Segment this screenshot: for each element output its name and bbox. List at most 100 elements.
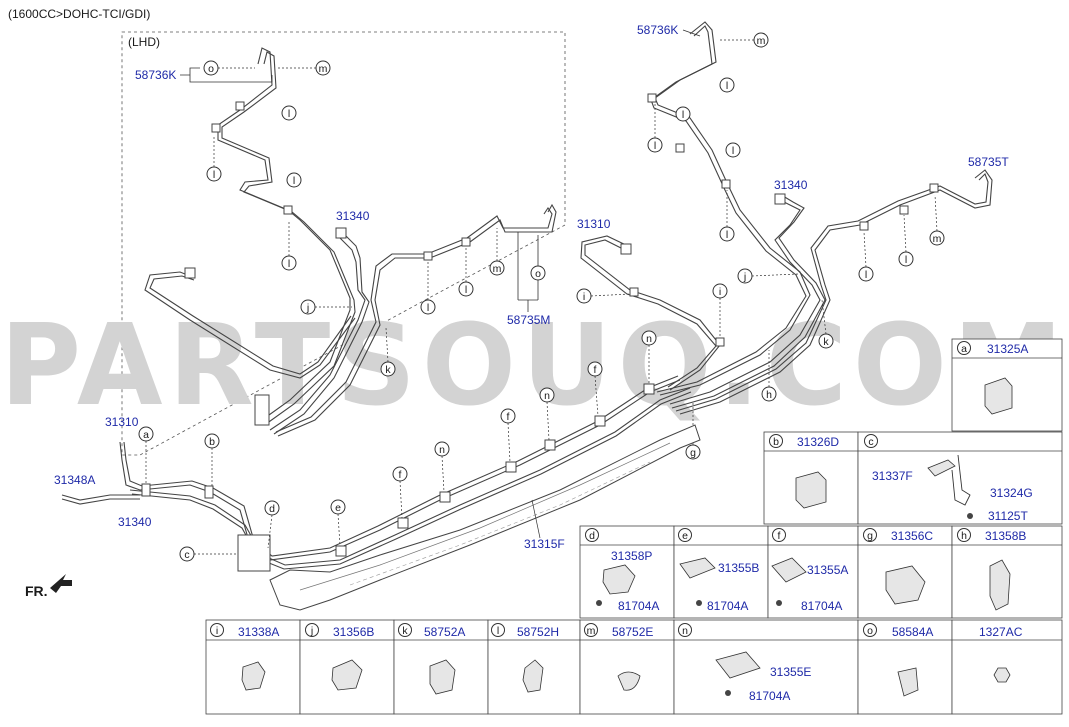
- callout-l[interactable]: l: [905, 254, 907, 266]
- callout-l[interactable]: l: [213, 169, 215, 181]
- clip-icon: [522, 659, 544, 693]
- legend-part-81704a-n[interactable]: 81704A: [749, 689, 790, 703]
- callout-c[interactable]: c: [184, 549, 189, 561]
- legend-cell-d[interactable]: d 31358P 81704A: [579, 525, 675, 619]
- callout-m[interactable]: m: [493, 263, 502, 275]
- legend-cell-h[interactable]: h 31358B: [951, 525, 1063, 619]
- bracket-arm-icon: [951, 454, 971, 506]
- callout-b[interactable]: b: [209, 436, 215, 448]
- callout-a[interactable]: a: [143, 429, 149, 441]
- legend-part-31356b[interactable]: 31356B: [333, 625, 374, 639]
- part-label-58735m[interactable]: 58735M: [507, 313, 550, 327]
- legend-cell-i[interactable]: i 31338A: [205, 619, 301, 715]
- clip-icon: [617, 671, 641, 691]
- callout-m[interactable]: m: [757, 35, 766, 47]
- callout-l[interactable]: l: [682, 109, 684, 121]
- part-label-31315f[interactable]: 31315F: [524, 537, 565, 551]
- part-label-31340-low[interactable]: 31340: [118, 515, 152, 529]
- callout-g[interactable]: g: [690, 447, 696, 459]
- callout-l[interactable]: l: [726, 80, 728, 92]
- callout-l[interactable]: l: [865, 269, 867, 281]
- callout-o[interactable]: o: [208, 63, 214, 75]
- legend-cell-e[interactable]: e 31355B 81704A: [673, 525, 769, 619]
- callout-n[interactable]: n: [544, 390, 550, 402]
- callout-f[interactable]: f: [594, 364, 597, 376]
- part-label-31348a[interactable]: 31348A: [54, 473, 95, 487]
- callout-l[interactable]: l: [293, 175, 295, 187]
- legend-cell-f[interactable]: f 31355A 81704A: [767, 525, 859, 619]
- callout-l[interactable]: l: [726, 229, 728, 241]
- callout-n[interactable]: n: [439, 444, 445, 456]
- legend-part-81704a-d[interactable]: 81704A: [618, 599, 659, 613]
- callout-m[interactable]: m: [933, 233, 942, 245]
- rhd-pipe-assembly: [580, 21, 993, 415]
- legend-cell-m[interactable]: m 58752E: [579, 619, 675, 715]
- part-label-58735t[interactable]: 58735T: [968, 155, 1009, 169]
- callout-i[interactable]: i: [583, 291, 585, 303]
- bolt-icon: [696, 600, 702, 606]
- legend-part-31338a[interactable]: 31338A: [238, 625, 279, 639]
- clip-icon: [984, 377, 1013, 415]
- legend-part-31325a[interactable]: 31325A: [987, 342, 1028, 356]
- clip-icon: [602, 564, 636, 595]
- legend-part-31337f[interactable]: 31337F: [872, 469, 913, 483]
- legend-cell-j[interactable]: j 31356B: [299, 619, 395, 715]
- part-label-31340-lhd[interactable]: 31340: [336, 209, 370, 223]
- watermark: PARTSOUQ.COM: [0, 301, 1069, 431]
- callout-l[interactable]: l: [288, 258, 290, 270]
- callout-l[interactable]: l: [465, 284, 467, 296]
- legend-part-31355b[interactable]: 31355B: [718, 561, 759, 575]
- callout-j[interactable]: j: [743, 271, 746, 283]
- clip-icon: [885, 565, 926, 605]
- legend-cell-o[interactable]: o 58584A: [857, 619, 953, 715]
- callout-e[interactable]: e: [335, 502, 341, 514]
- legend-part-31355a[interactable]: 31355A: [807, 563, 848, 577]
- callout-l[interactable]: l: [427, 302, 429, 314]
- legend-part-31358b[interactable]: 31358B: [985, 529, 1026, 543]
- callout-k[interactable]: k: [385, 364, 391, 376]
- callout-m[interactable]: m: [319, 63, 328, 75]
- legend-part-31358p[interactable]: 31358P: [611, 549, 652, 563]
- legend-cell-l[interactable]: l 58752H: [487, 619, 581, 715]
- callout-d[interactable]: d: [269, 503, 275, 515]
- legend-cell-n[interactable]: n 31355E 81704A: [673, 619, 859, 715]
- part-label-31310-low[interactable]: 31310: [105, 415, 139, 429]
- legend-part-31356c[interactable]: 31356C: [891, 529, 933, 543]
- callout-l[interactable]: l: [732, 145, 734, 157]
- legend-letter-a: a: [961, 343, 967, 355]
- part-label-31340[interactable]: 31340: [774, 178, 808, 192]
- legend-part-31326d[interactable]: 31326D: [797, 435, 839, 449]
- front-arrow-icon: [50, 574, 72, 593]
- legend-part-81704a-e[interactable]: 81704A: [707, 599, 748, 613]
- legend-part-31125t[interactable]: 31125T: [988, 509, 1028, 523]
- legend-letter-o: o: [867, 625, 873, 637]
- part-label-58736k[interactable]: 58736K: [637, 23, 678, 37]
- callout-l[interactable]: l: [654, 140, 656, 152]
- legend-cell-g[interactable]: g 31356C: [857, 525, 953, 619]
- legend-part-31355e[interactable]: 31355E: [770, 665, 811, 679]
- callout-i[interactable]: i: [719, 286, 721, 298]
- legend-part-81704a-f[interactable]: 81704A: [801, 599, 842, 613]
- callout-n[interactable]: n: [646, 333, 652, 345]
- callout-j[interactable]: j: [306, 302, 309, 314]
- callout-f[interactable]: f: [399, 469, 402, 481]
- callout-h[interactable]: h: [766, 389, 772, 401]
- part-label-58736k-lhd[interactable]: 58736K: [135, 68, 176, 82]
- legend-cell-c[interactable]: c 31337F 31324G 31125T: [857, 431, 1063, 525]
- legend-part-1327ac[interactable]: 1327AC: [979, 625, 1023, 639]
- clip-icon: [331, 659, 363, 691]
- callout-o[interactable]: o: [535, 268, 541, 280]
- legend-cell-p[interactable]: 1327AC: [951, 619, 1063, 715]
- callout-k[interactable]: k: [823, 336, 829, 348]
- legend-part-31324g[interactable]: 31324G: [990, 486, 1033, 500]
- legend-part-58752a[interactable]: 58752A: [424, 625, 465, 639]
- part-label-31310[interactable]: 31310: [577, 217, 611, 231]
- legend-part-58752h[interactable]: 58752H: [517, 625, 559, 639]
- legend-part-58584a[interactable]: 58584A: [892, 625, 933, 639]
- callout-f[interactable]: f: [507, 411, 510, 423]
- legend-cell-a[interactable]: a 31325A: [951, 338, 1063, 432]
- legend-cell-b[interactable]: b 31326D: [763, 431, 859, 525]
- legend-cell-k[interactable]: k 58752A: [393, 619, 489, 715]
- legend-part-58752e[interactable]: 58752E: [612, 625, 653, 639]
- callout-l[interactable]: l: [288, 108, 290, 120]
